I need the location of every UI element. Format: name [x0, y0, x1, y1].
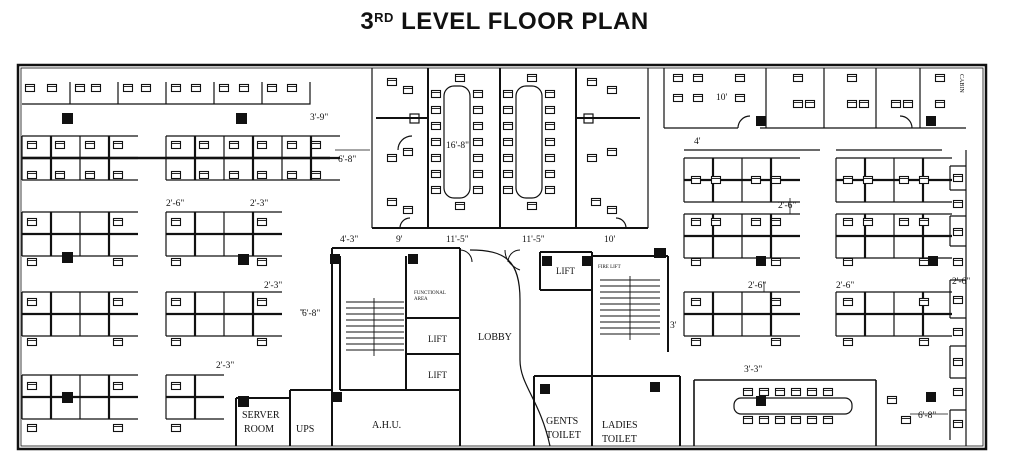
lift-label-1: LIFT: [428, 334, 448, 344]
gents-toilet-label-1: GENTS: [546, 416, 578, 427]
dim-label: 4': [694, 137, 701, 147]
dim-label: 2'-6": [836, 281, 854, 291]
server-room-label-2: ROOM: [244, 424, 274, 435]
server-room-label-1: SERVER: [242, 410, 280, 421]
desk-row-top-left: [22, 82, 311, 105]
ahu-label: A.H.U.: [372, 420, 401, 431]
gents-toilet-label-2: TOILET: [546, 430, 581, 441]
lift-label-2: LIFT: [428, 370, 448, 380]
dim-label: 3'-3": [744, 365, 762, 375]
dim-label: 2'-3": [250, 199, 268, 209]
dim-label: 2'-6": [952, 277, 970, 287]
column: [62, 113, 73, 124]
dim-label: 4'-3": [340, 235, 358, 245]
dim-label: 2'-3": [264, 281, 282, 291]
chairs-top-left: [24, 83, 298, 93]
dim-label: 16'-8": [446, 141, 469, 151]
dim-label: 2'-6": [166, 199, 184, 209]
cabins-top-right: [663, 68, 966, 151]
dim-label: 2'-6": [748, 281, 766, 291]
dim-label: 11'-5": [522, 235, 545, 245]
conference-chairs: [386, 73, 618, 215]
cubicle-block-right: [682, 156, 954, 338]
cabin-chairs: [672, 73, 946, 109]
fire-lift-label: FIRE LIFT: [598, 265, 621, 270]
dim-label: 3': [670, 321, 677, 331]
ladies-toilet-label-2: TOILET: [602, 434, 637, 445]
dim-label: 3'-9": [310, 113, 328, 123]
dim-label: 2'-6": [778, 201, 796, 211]
dim-label: 6'-8": [338, 155, 356, 165]
functional-area-label-2: AREA: [414, 297, 428, 302]
cabin-label: CABIN: [958, 74, 964, 93]
lift-label-3: LIFT: [556, 266, 576, 276]
dim-label: 6'-8": [302, 309, 320, 319]
ladies-toilet-label-1: LADIES: [602, 420, 638, 431]
ups-label: UPS: [296, 424, 314, 435]
dim-label: 11'-5": [446, 235, 469, 245]
functional-area-label-1: FUNCTIONAL: [414, 291, 446, 296]
dim-label: 10': [716, 93, 728, 103]
lobby-label: LOBBY: [478, 332, 512, 343]
conference-rooms: [371, 68, 649, 229]
page-title: 3RD LEVEL FLOOR PLAN: [360, 8, 649, 35]
stairs-left: [346, 298, 404, 356]
dim-label: 2'-3": [216, 361, 234, 371]
dim-label: 10': [604, 235, 616, 245]
column: [236, 113, 247, 124]
dim-label: 6'-8": [918, 411, 936, 421]
stairs-right: [600, 276, 660, 340]
dim-label: 9': [396, 235, 403, 245]
cubicle-block-left: [20, 134, 342, 421]
outer-wall: [16, 63, 988, 451]
cabins-right-edge: [949, 150, 967, 446]
core-walls: [235, 247, 681, 446]
lobby-curve: [469, 249, 551, 447]
conference-bottom-right: [693, 379, 877, 446]
dimension-labels: 3'-9" 6'-8" 2'-6" 2'-3" 16'-8" 4'-3" 9' …: [166, 93, 970, 421]
